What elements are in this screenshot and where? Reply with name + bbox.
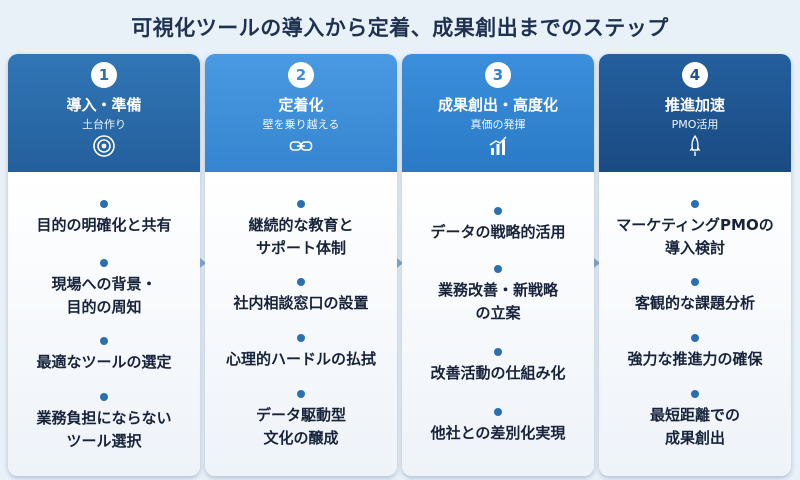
- step-title: 定着化: [278, 96, 324, 114]
- item-text: 強力な推進力の確保: [627, 350, 763, 368]
- bullet-dot: [100, 337, 108, 345]
- rocket-icon: [689, 134, 701, 156]
- step-arrow: [594, 258, 600, 268]
- bullet-dot: [494, 207, 502, 215]
- bullet-dot: [691, 278, 699, 286]
- bullet-dot: [100, 259, 108, 267]
- step-card-4: 4 推進加速 PMO活用 マーケティングPMOの 導入検討 客観的な課題分析 強…: [599, 54, 791, 476]
- bullet-dot: [297, 390, 305, 398]
- step-number-badge: 1: [91, 62, 117, 88]
- list-item: 客観的な課題分析: [599, 278, 791, 315]
- step-card-2: 2 定着化 壁を乗り越える 継続的な教育と サポート体制 社内相談窓口の設置 心…: [205, 54, 397, 476]
- bullet-dot: [691, 200, 699, 208]
- step-body-3: データの戦略的活用 業務改善・新戦略 の立案 改善活動の仕組み化 他社との差別化…: [402, 172, 594, 476]
- step-number-badge: 3: [485, 62, 511, 88]
- bullet-dot: [691, 334, 699, 342]
- page-title: 可視化ツールの導入から定着、成果創出までのステップ: [131, 16, 669, 40]
- list-item: 社内相談窓口の設置: [205, 278, 397, 315]
- step-title: 成果創出・高度化: [437, 96, 558, 114]
- list-item: 業務改善・新戦略 の立案: [402, 265, 594, 325]
- step-card-3: 3 成果創出・高度化 真価の発揮 データの戦略的活用 業務改善・新戦略 の立案 …: [402, 54, 594, 476]
- bullet-dot: [691, 390, 699, 398]
- step-subtitle: 壁を乗り越える: [262, 118, 340, 131]
- step-arrow: [397, 258, 403, 268]
- step-subtitle: 真価の発揮: [470, 118, 526, 131]
- item-text: データの戦略的活用: [430, 223, 566, 241]
- item-text: データ駆動型 文化の醸成: [255, 406, 346, 447]
- item-text: 継続的な教育と サポート体制: [248, 216, 354, 257]
- list-item: 改善活動の仕組み化: [402, 348, 594, 385]
- item-text: マーケティングPMOの 導入検討: [616, 216, 774, 257]
- item-text: 業務負担にならない ツール選択: [36, 409, 172, 450]
- bullet-dot: [494, 348, 502, 356]
- list-item: マーケティングPMOの 導入検討: [599, 200, 791, 260]
- item-text: 改善活動の仕組み化: [430, 364, 566, 382]
- bullet-dot: [297, 334, 305, 342]
- bullet-dot: [297, 200, 305, 208]
- step-arrow: [200, 258, 206, 268]
- list-item: 現場への背景・ 目的の周知: [8, 259, 200, 319]
- link-icon: [289, 141, 313, 151]
- list-item: 業務負担にならない ツール選択: [8, 393, 200, 453]
- step-subtitle: PMO活用: [671, 118, 719, 131]
- step-header-3: 3 成果創出・高度化 真価の発揮: [402, 54, 594, 172]
- item-text: 社内相談窓口の設置: [233, 294, 369, 312]
- step-title: 推進加速: [664, 96, 725, 114]
- item-text: 業務改善・新戦略 の立案: [437, 281, 558, 322]
- list-item: 強力な推進力の確保: [599, 334, 791, 371]
- item-text: 客観的な課題分析: [634, 294, 755, 312]
- item-text: 最適なツールの選定: [36, 353, 172, 371]
- item-text: 最短距離での 成果創出: [649, 406, 740, 447]
- item-text: 現場への背景・ 目的の周知: [51, 275, 157, 316]
- list-item: 継続的な教育と サポート体制: [205, 200, 397, 260]
- step-body-4: マーケティングPMOの 導入検討 客観的な課題分析 強力な推進力の確保 最短距離…: [599, 172, 791, 476]
- list-item: データの戦略的活用: [402, 207, 594, 244]
- bullet-dot: [100, 200, 108, 208]
- step-subtitle: 土台作り: [82, 118, 126, 131]
- bar-chart-icon: [489, 136, 507, 155]
- step-header-2: 2 定着化 壁を乗り越える: [205, 54, 397, 172]
- bullet-dot: [100, 393, 108, 401]
- list-item: 目的の明確化と共有: [8, 200, 200, 237]
- target-icon: [93, 135, 115, 157]
- step-body-1: 目的の明確化と共有 現場への背景・ 目的の周知 最適なツールの選定 業務負担にな…: [8, 172, 200, 476]
- item-text: 心理的ハードルの払拭: [225, 350, 376, 368]
- step-title: 導入・準備: [66, 96, 142, 114]
- step-header-1: 1 導入・準備 土台作り: [8, 54, 200, 172]
- list-item: 最短距離での 成果創出: [599, 390, 791, 450]
- item-text: 他社との差別化実現: [430, 424, 566, 442]
- step-card-1: 1 導入・準備 土台作り 目的の明確化と共有 現場への背景・ 目的の周知 最適な…: [8, 54, 200, 476]
- step-body-2: 継続的な教育と サポート体制 社内相談窓口の設置 心理的ハードルの払拭 データ駆…: [205, 172, 397, 476]
- step-number-badge: 4: [682, 62, 708, 88]
- list-item: データ駆動型 文化の醸成: [205, 390, 397, 450]
- bullet-dot: [494, 408, 502, 416]
- bullet-dot: [494, 265, 502, 273]
- step-header-4: 4 推進加速 PMO活用: [599, 54, 791, 172]
- list-item: 最適なツールの選定: [8, 337, 200, 374]
- step-number-badge: 2: [288, 62, 314, 88]
- list-item: 心理的ハードルの払拭: [205, 334, 397, 371]
- bullet-dot: [297, 278, 305, 286]
- item-text: 目的の明確化と共有: [36, 216, 172, 234]
- list-item: 他社との差別化実現: [402, 408, 594, 445]
